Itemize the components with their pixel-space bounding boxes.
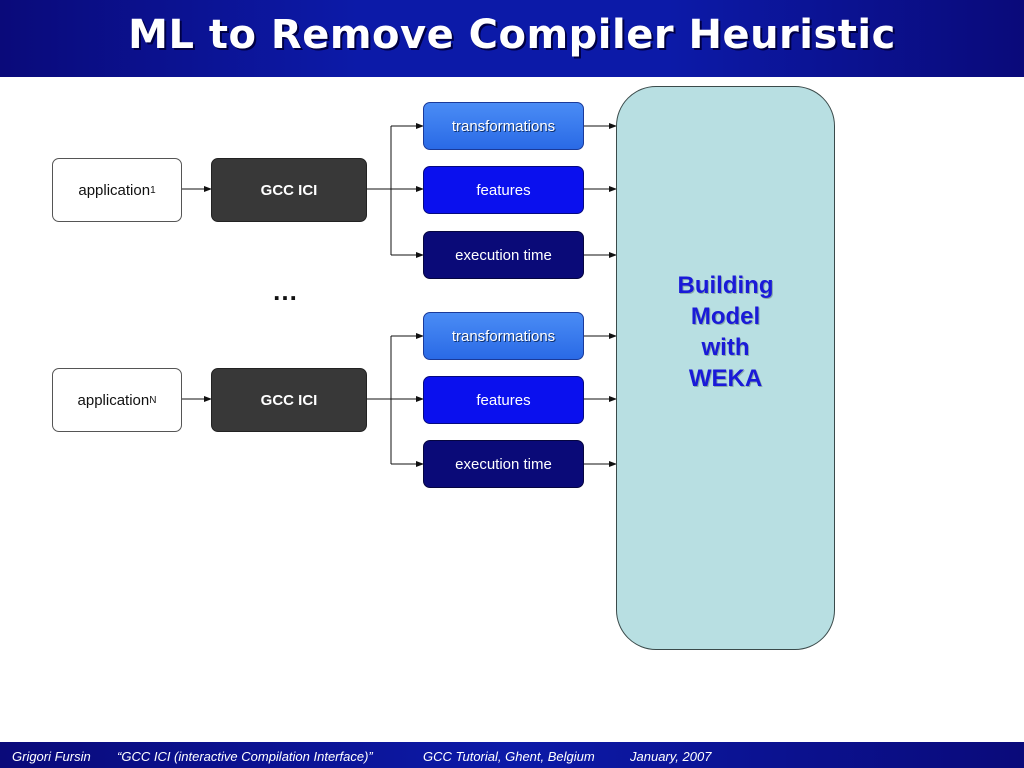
execution-time-box-2: execution time: [423, 440, 584, 488]
footer-event: GCC Tutorial, Ghent, Belgium: [423, 749, 595, 764]
application-1-subscript: 1: [150, 184, 156, 196]
model-line-1: Building: [677, 272, 774, 299]
model-label: Building Model with WEKA: [616, 270, 835, 394]
footer-author: Grigori Fursin: [12, 749, 91, 764]
title-bar: ML to Remove Compiler Heuristic: [0, 0, 1024, 77]
gcc-ici-box-1: GCC ICI: [211, 158, 367, 222]
transformations-box-1: transformations: [423, 102, 584, 150]
features-box-2: features: [423, 376, 584, 424]
footer-talk: “GCC ICI (interactive Compilation Interf…: [117, 749, 373, 764]
gcc-ici-box-2: GCC ICI: [211, 368, 367, 432]
transformations-box-2: transformations: [423, 312, 584, 360]
application-n-subscript: N: [149, 394, 157, 406]
footer-bar: Grigori Fursin “GCC ICI (interactive Com…: [0, 742, 1024, 768]
application-n-label: application: [77, 391, 150, 409]
application-1-label: application: [78, 181, 151, 199]
model-line-2: Model: [690, 303, 761, 330]
footer-date: January, 2007: [630, 749, 712, 764]
slide-title: ML to Remove Compiler Heuristic: [128, 12, 896, 58]
ellipsis: …: [272, 276, 298, 306]
execution-time-box-1: execution time: [423, 231, 584, 279]
model-line-4: WEKA: [688, 365, 763, 392]
model-line-3: with: [701, 334, 750, 361]
features-box-1: features: [423, 166, 584, 214]
model-box: [616, 86, 835, 650]
